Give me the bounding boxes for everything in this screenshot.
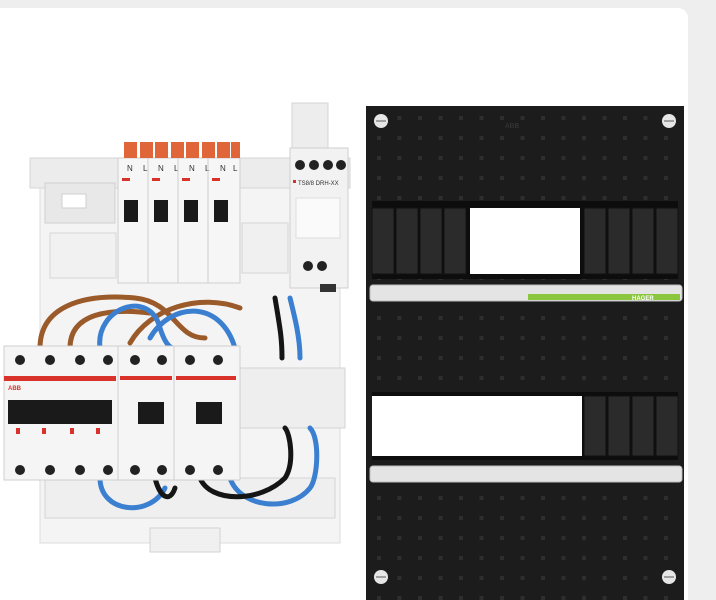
product-image-card: N L N L N L N L	[0, 8, 688, 600]
breaker-toggle	[124, 200, 138, 222]
module-opening	[372, 396, 582, 456]
label-strip-upper: HAGER	[369, 284, 683, 302]
din-rail-assembly: N L N L N L N L	[3, 102, 351, 553]
terminal-letter: L	[143, 164, 148, 173]
top-breaker-row: N L N L N L N L	[117, 142, 241, 284]
transformer-module: TS8/8 DRH-XX	[289, 147, 349, 292]
terminal-letter: N	[220, 164, 226, 173]
brown-wire	[37, 294, 208, 351]
terminal-letter: L	[174, 164, 179, 173]
wiring	[37, 294, 320, 511]
module-opening	[470, 208, 580, 274]
terminal-letter: N	[189, 164, 195, 173]
rcd-red-band	[4, 376, 116, 381]
device-label: TS8/8 DRH-XX	[298, 181, 339, 187]
panel-top-mark: ABB	[505, 123, 519, 130]
rcd-handle	[8, 400, 112, 424]
terminal-letter: N	[158, 164, 164, 173]
mcb-handle	[138, 402, 164, 424]
bottom-breaker-row: ABB	[3, 345, 241, 481]
orange-terminal	[124, 142, 137, 158]
label-strip-lower	[369, 465, 683, 483]
distribution-board-photo: N L N L N L N L	[3, 102, 684, 600]
terminal-letter: L	[233, 164, 238, 173]
brand-label: ABB	[8, 386, 22, 392]
lower-module-row	[372, 392, 679, 460]
panel-brand: HAGER	[632, 296, 654, 302]
cover-panel: ABB HAGER	[366, 106, 684, 600]
black-wire	[272, 295, 285, 361]
green-strip	[528, 294, 680, 300]
upper-module-row	[371, 201, 679, 279]
terminal-letter: N	[127, 164, 133, 173]
